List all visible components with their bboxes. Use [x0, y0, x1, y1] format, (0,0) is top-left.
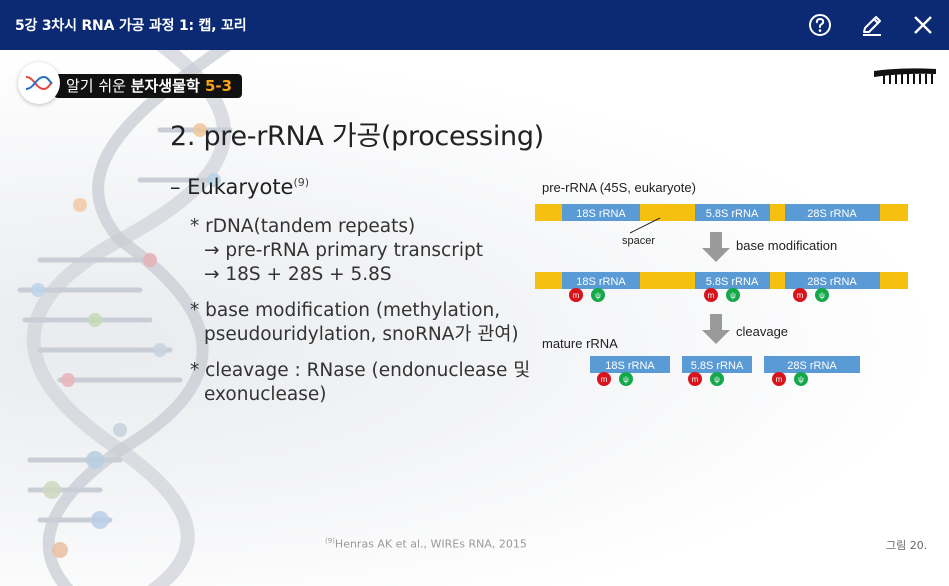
svg-text:5.8S rRNA: 5.8S rRNA: [706, 276, 759, 288]
slide-heading: 2. pre-rRNA 가공(processing): [170, 121, 544, 152]
modified-pre-rrna-bar: 18S rRNA 5.8S rRNA 28S rRNA m ψ m ψ m ψ: [535, 272, 908, 302]
citation: (9)Henras AK et al., WIREs RNA, 2015: [325, 537, 527, 551]
pre-rrna-bar: 18S rRNA 5.8S rRNA 28S rRNA: [535, 204, 908, 221]
svg-text:ψ: ψ: [798, 375, 804, 384]
step-cleavage: cleavage: [736, 324, 788, 339]
svg-text:28S rRNA: 28S rRNA: [807, 276, 857, 288]
svg-text:m: m: [573, 291, 580, 300]
course-label: 알기 쉬운 분자생물학 5-3: [54, 74, 243, 98]
close-icon[interactable]: [910, 12, 936, 38]
svg-text:ψ: ψ: [819, 291, 825, 300]
mature-rrna-bars: 18S rRNA 5.8S rRNA 28S rRNA m ψ m ψ m ψ: [590, 356, 860, 386]
svg-text:m: m: [708, 291, 715, 300]
dna-logo-icon: [18, 62, 60, 104]
svg-text:ψ: ψ: [714, 375, 720, 384]
spacer-label: spacer: [622, 235, 655, 247]
help-icon[interactable]: [807, 12, 833, 38]
dna-helix-decoration: [17, 50, 239, 586]
arrow-down-icon: [702, 232, 730, 262]
subheading-eukaryote: – Eukaryote(9): [170, 175, 310, 199]
title-bar: 5강 3차시 RNA 가공 과정 1: 캡, 꼬리: [0, 0, 949, 50]
svg-text:ψ: ψ: [595, 291, 601, 300]
segment-28s: 28S rRNA: [807, 208, 857, 220]
rrna-processing-diagram: pre-rRNA (45S, eukaryote) 18S rRNA 5.8S …: [535, 180, 908, 386]
svg-text:ψ: ψ: [730, 291, 736, 300]
bullet-rdna: * rDNA(tandem repeats) → pre-rRNA primar…: [190, 216, 483, 285]
bullet-base-modification: * base modification (methylation, pseudo…: [190, 300, 519, 345]
arrow-down-icon-2: [702, 314, 730, 344]
svg-text:5.8S rRNA: 5.8S rRNA: [691, 360, 744, 372]
segment-5-8s: 5.8S rRNA: [706, 208, 759, 220]
comb-logo-icon: [874, 68, 936, 84]
bullet-list: * rDNA(tandem repeats) → pre-rRNA primar…: [190, 215, 530, 419]
svg-text:m: m: [797, 291, 804, 300]
svg-text:18S rRNA: 18S rRNA: [605, 360, 655, 372]
svg-text:ψ: ψ: [623, 375, 629, 384]
svg-text:28S rRNA: 28S rRNA: [787, 360, 837, 372]
window-title: 5강 3차시 RNA 가공 과정 1: 캡, 꼬리: [15, 18, 247, 34]
modification-markers-mature: m ψ m ψ m ψ: [597, 372, 808, 386]
course-logo: 알기 쉬운 분자생물학 5-3: [18, 62, 243, 106]
step-base-modification: base modification: [736, 238, 837, 253]
diagram-title: pre-rRNA (45S, eukaryote): [542, 180, 696, 195]
slide-canvas: 알기 쉬운 분자생물학 5-3 2. pre-rRNA 가공(processin…: [0, 50, 949, 586]
figure-number: 그림 20.: [886, 539, 928, 552]
segment-18s: 18S rRNA: [576, 208, 626, 220]
svg-text:m: m: [776, 375, 783, 384]
bullet-cleavage: * cleavage : RNase (endonuclease 및 exonu…: [190, 360, 531, 405]
pencil-icon[interactable]: [859, 12, 885, 38]
svg-text:m: m: [601, 375, 608, 384]
svg-text:m: m: [692, 375, 699, 384]
svg-text:18S rRNA: 18S rRNA: [576, 276, 626, 288]
modification-markers: m ψ m ψ m ψ: [569, 288, 829, 302]
mature-rrna-label: mature rRNA: [542, 336, 618, 351]
reference-mark: (9): [293, 176, 310, 189]
